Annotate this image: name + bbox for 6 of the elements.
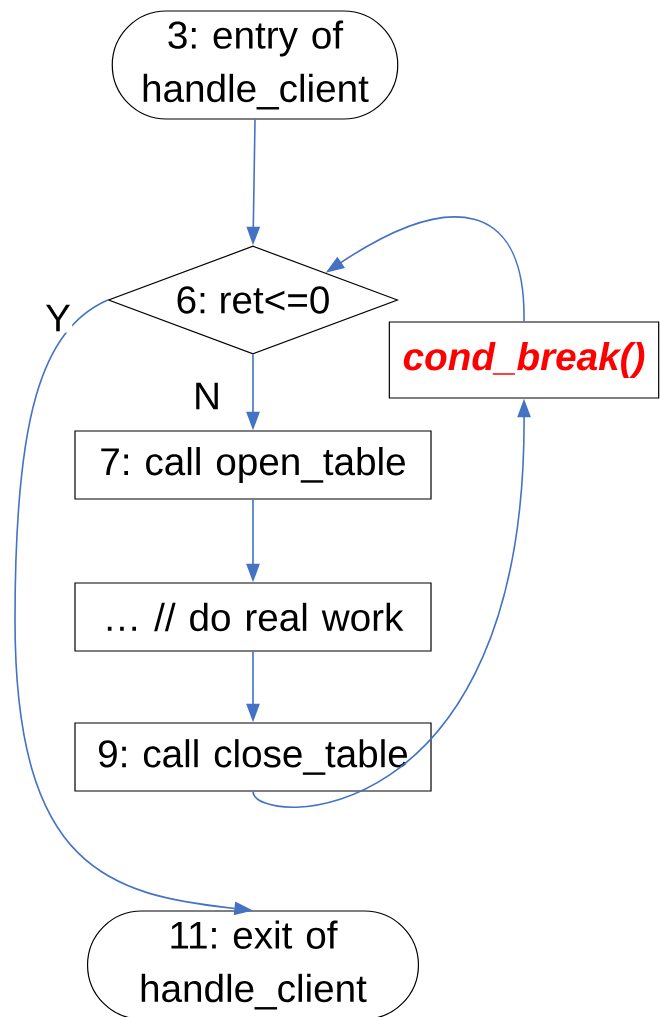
edge-label: N [191,381,223,411]
process-box: cond_break() [388,321,660,399]
process-box: … // do real work [74,582,432,652]
edge-label: Y [43,303,73,333]
process-box: 7: call open_table [74,430,432,500]
process-box: 9: call close_table [74,722,432,792]
